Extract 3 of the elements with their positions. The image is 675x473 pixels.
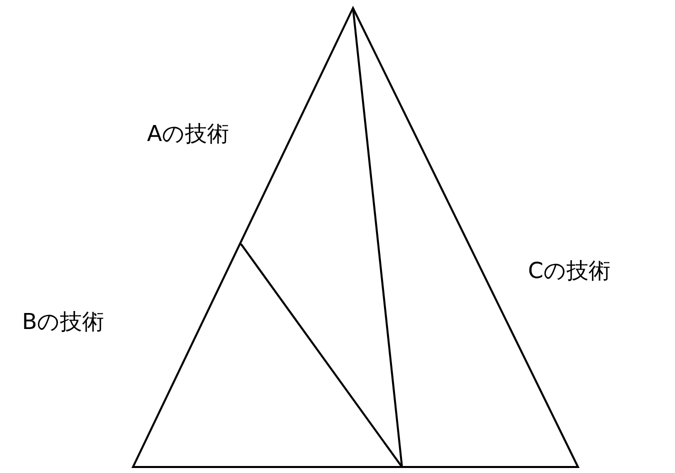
region-label: Bの技術: [22, 312, 104, 334]
region-label: Cの技術: [528, 261, 610, 283]
region-label: Aの技術: [147, 124, 230, 146]
